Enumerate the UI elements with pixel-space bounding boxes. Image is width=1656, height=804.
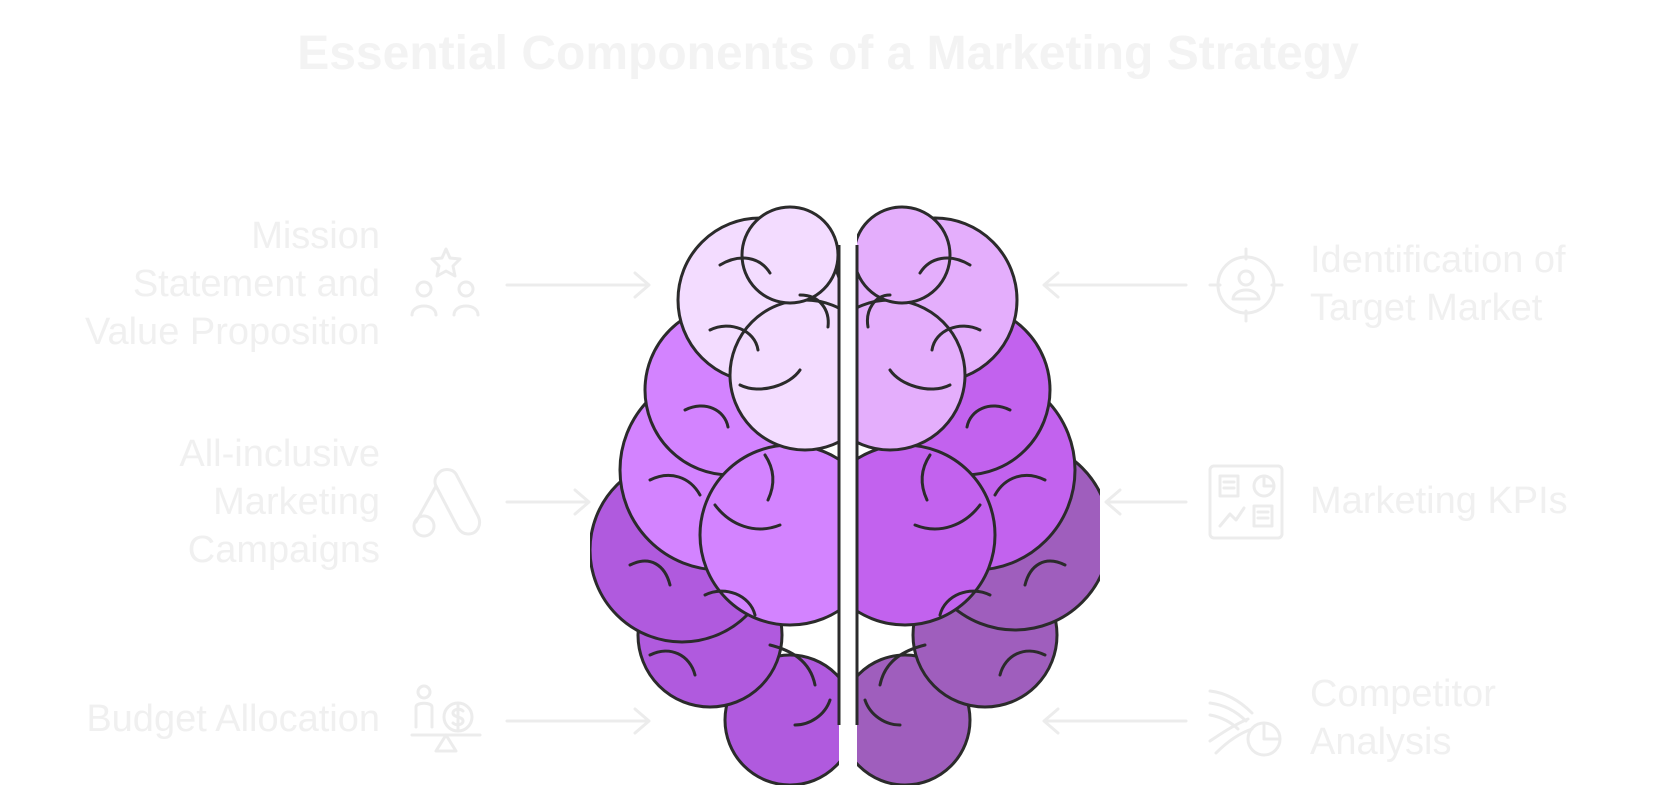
label-campaigns-line3: Campaigns (187, 529, 380, 571)
label-budget: Budget Allocation (40, 695, 380, 743)
target-person-icon (1208, 247, 1284, 323)
label-target: Identification of Target Market (1310, 236, 1650, 332)
label-mission: Mission Statement and Value Proposition (40, 212, 380, 356)
diagram-title: Essential Components of a Marketing Stra… (297, 27, 1359, 80)
people-star-icon (410, 247, 480, 317)
label-target-line2: Target Market (1310, 287, 1543, 329)
arrow-competitor (1042, 707, 1188, 735)
competitor-chart-icon (1208, 689, 1282, 757)
left-frontal-top-lobe (740, 205, 839, 305)
dashboard-icon (1208, 464, 1284, 540)
left-inner-mid-lobe (698, 443, 839, 627)
label-kpis-line1: Marketing KPIs (1310, 480, 1568, 522)
label-campaigns-line2: Marketing (213, 481, 380, 523)
label-target-line1: Identification of (1310, 239, 1566, 281)
label-competitor-line1: Competitor (1310, 673, 1496, 715)
label-budget-line1: Budget Allocation (86, 698, 380, 740)
label-mission-line1: Mission (251, 215, 380, 257)
label-campaigns: All-inclusive Marketing Campaigns (40, 430, 380, 574)
arrow-kpis (1104, 488, 1188, 516)
person-money-icon (410, 684, 482, 753)
label-kpis: Marketing KPIs (1310, 477, 1650, 525)
arrow-campaigns (505, 488, 591, 516)
label-competitor-line2: Analysis (1310, 721, 1452, 763)
right-inner-mid-lobe (857, 443, 997, 627)
label-campaigns-line1: All-inclusive (179, 433, 380, 475)
arrow-budget (505, 707, 651, 735)
arrow-mission (505, 271, 651, 299)
label-mission-line2: Statement and (132, 263, 380, 305)
label-competitor: Competitor Analysis (1310, 670, 1650, 766)
right-frontal-top-lobe (857, 205, 952, 305)
label-mission-line3: Value Proposition (84, 311, 380, 353)
adwords-icon (412, 468, 482, 538)
brain-illustration (590, 205, 1100, 785)
arrow-target (1042, 271, 1188, 299)
